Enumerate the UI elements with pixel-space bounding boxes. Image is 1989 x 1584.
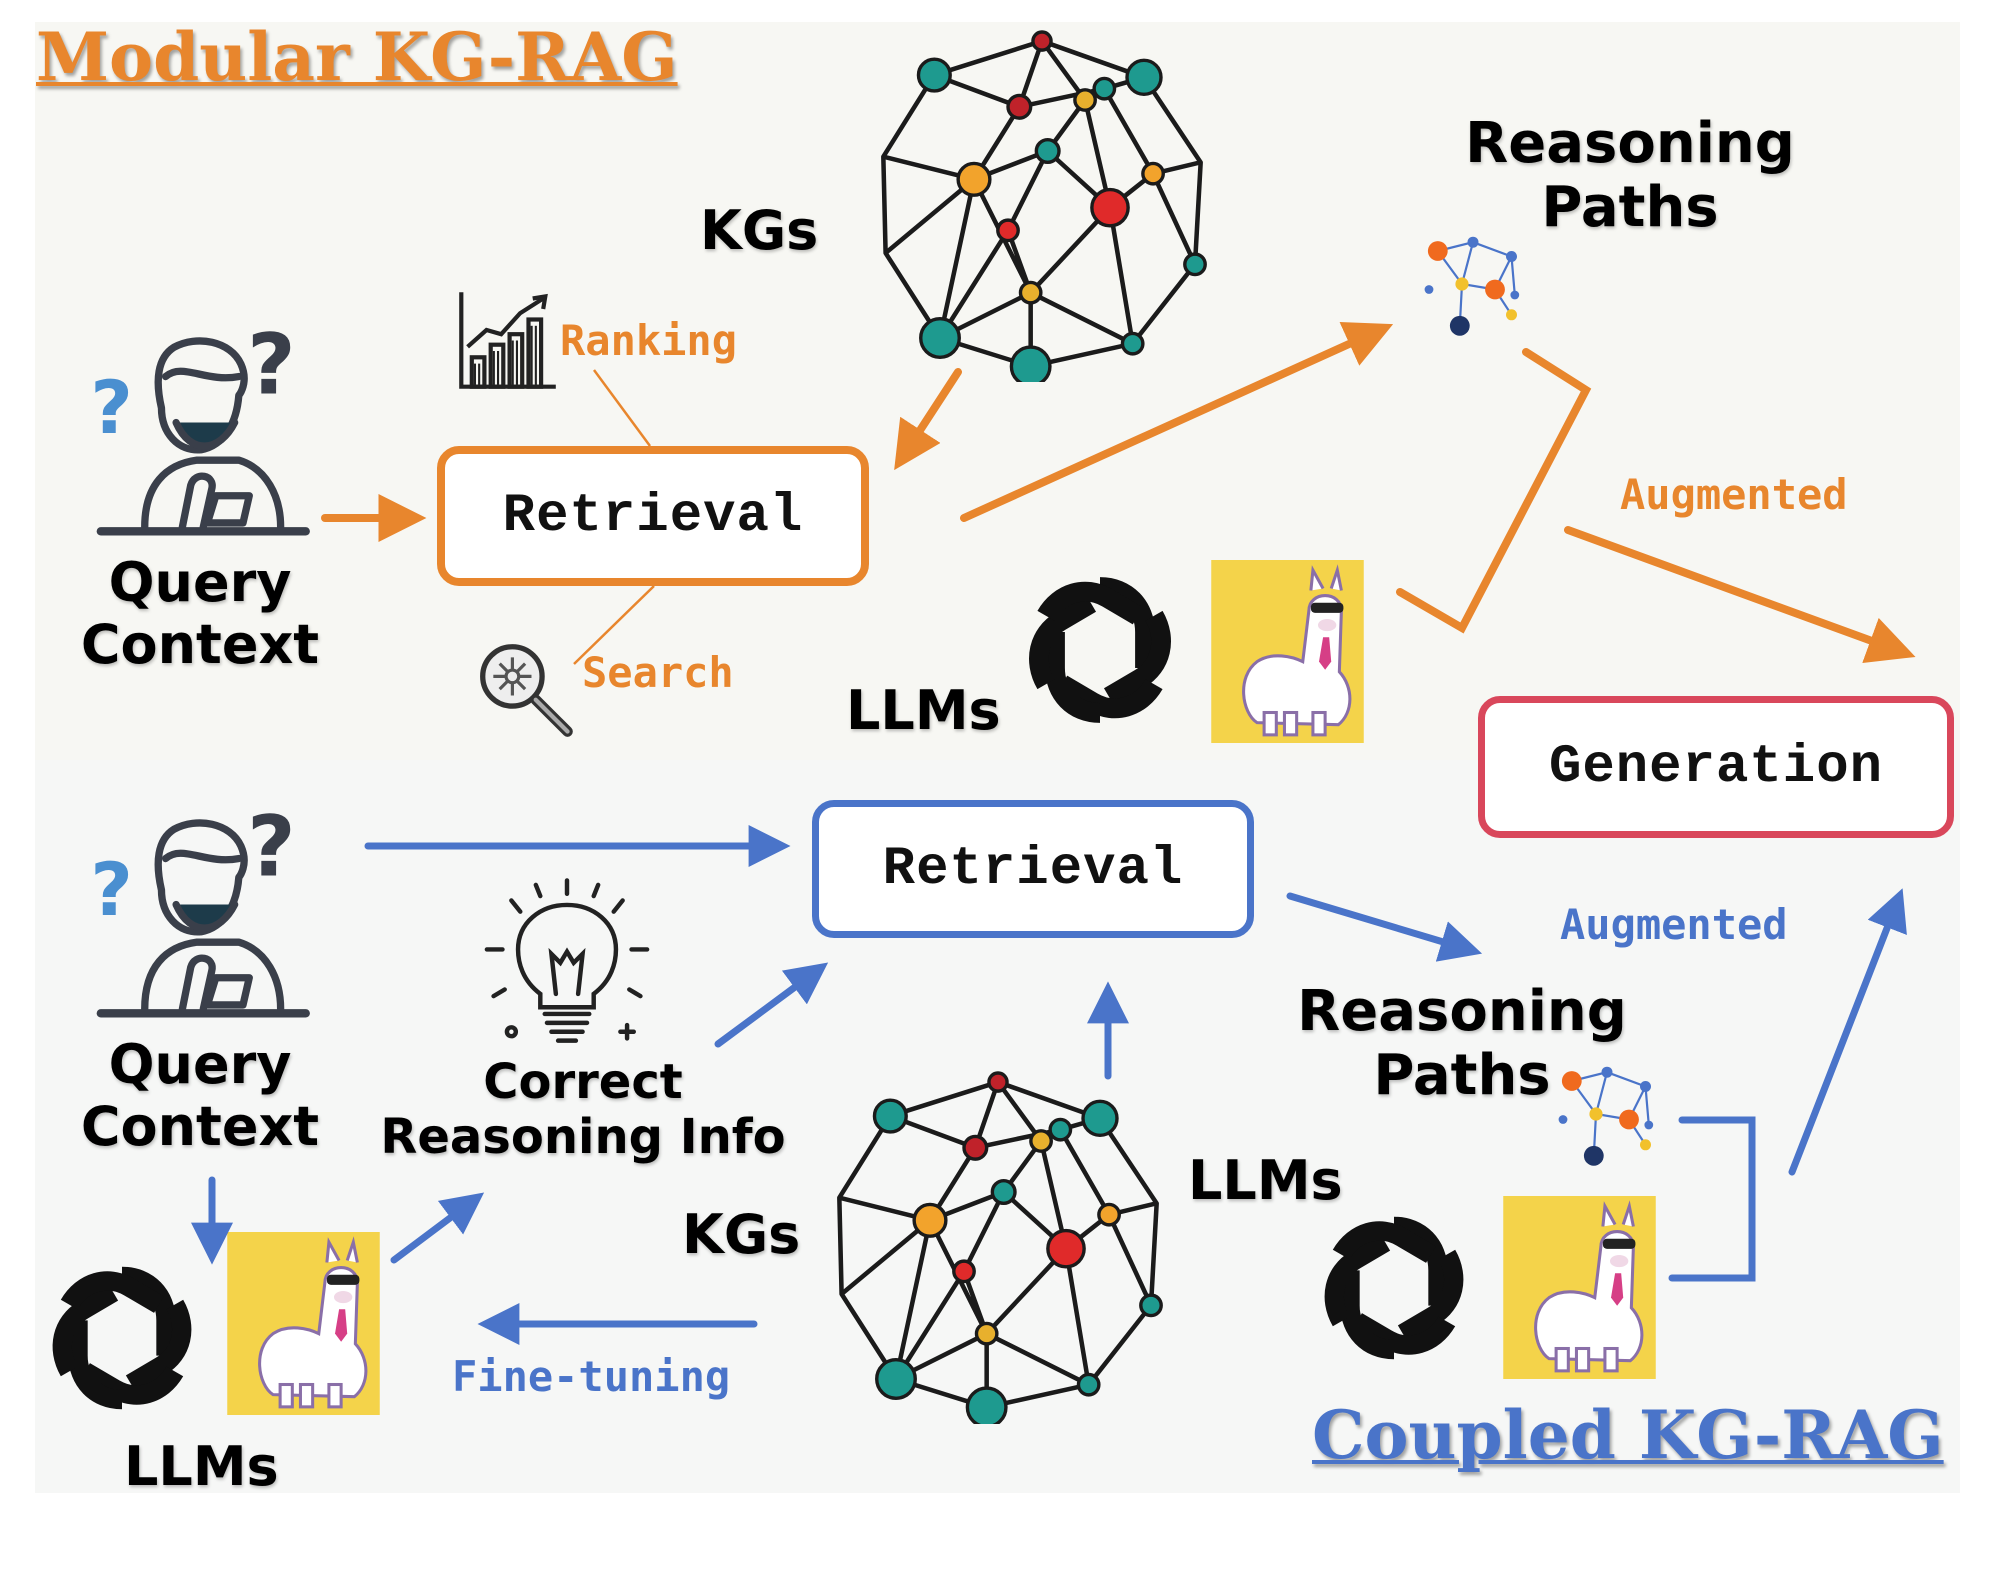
ranking-connector	[592, 369, 652, 447]
coupled-connectors	[191, 825, 1907, 1345]
coupled-llms-left-label: LLMs	[124, 1435, 279, 1498]
generation-box[interactable]: Generation	[1478, 696, 1954, 838]
coupled-retrieval-box[interactable]: Retrieval	[812, 800, 1254, 938]
modular-llms-label: LLMs	[846, 679, 1001, 742]
retrieval-to-paths-arrow	[1286, 892, 1483, 962]
modular-title: Modular KG-RAG	[36, 18, 678, 96]
kg-to-retrieval-arrow	[894, 368, 962, 471]
modular-retrieval-box[interactable]: Retrieval	[437, 446, 869, 586]
coupled-augmented-label: Augmented	[1560, 900, 1788, 949]
modular-reasoning-paths: Reasoning Paths	[1465, 111, 1795, 241]
llms-to-reasoning-info-arrow	[390, 1192, 485, 1264]
augmented-to-generation-arrow	[1564, 526, 1916, 664]
fine-tuning-label: Fine-tuning	[452, 1352, 731, 1401]
modular-kgs-label: KGs	[700, 199, 819, 262]
paths-llms-bracket	[1396, 348, 1592, 634]
search-connector	[573, 585, 655, 665]
paths-llms-bracket	[1668, 1116, 1756, 1282]
modular-augmented-label: Augmented	[1620, 470, 1848, 519]
coupled-title: Coupled KG-RAG	[1312, 1396, 1944, 1474]
augmented-to-generation-arrow	[1788, 888, 1907, 1176]
coupled-retrieval-label: Retrieval	[882, 838, 1184, 900]
ranking-label: Ranking	[560, 316, 738, 365]
retrieval-to-paths-arrow	[960, 321, 1394, 522]
coupled-reasoning-paths: Reasoning Paths	[1297, 979, 1627, 1109]
coupled-kgs-label: KGs	[682, 1203, 801, 1266]
generation-label: Generation	[1548, 736, 1884, 798]
modular-retrieval-label: Retrieval	[502, 485, 804, 547]
modular-connectors	[321, 321, 1916, 664]
modular-query-context: Query Context	[80, 551, 320, 677]
modular-guides	[573, 369, 655, 665]
coupled-llms-right-label: LLMs	[1188, 1149, 1343, 1212]
correct-reasoning-info: Correct Reasoning Info	[380, 1054, 786, 1166]
coupled-query-context: Query Context	[80, 1033, 320, 1159]
search-label: Search	[582, 648, 734, 697]
reasoning-info-to-retrieval-arrow	[714, 962, 829, 1048]
